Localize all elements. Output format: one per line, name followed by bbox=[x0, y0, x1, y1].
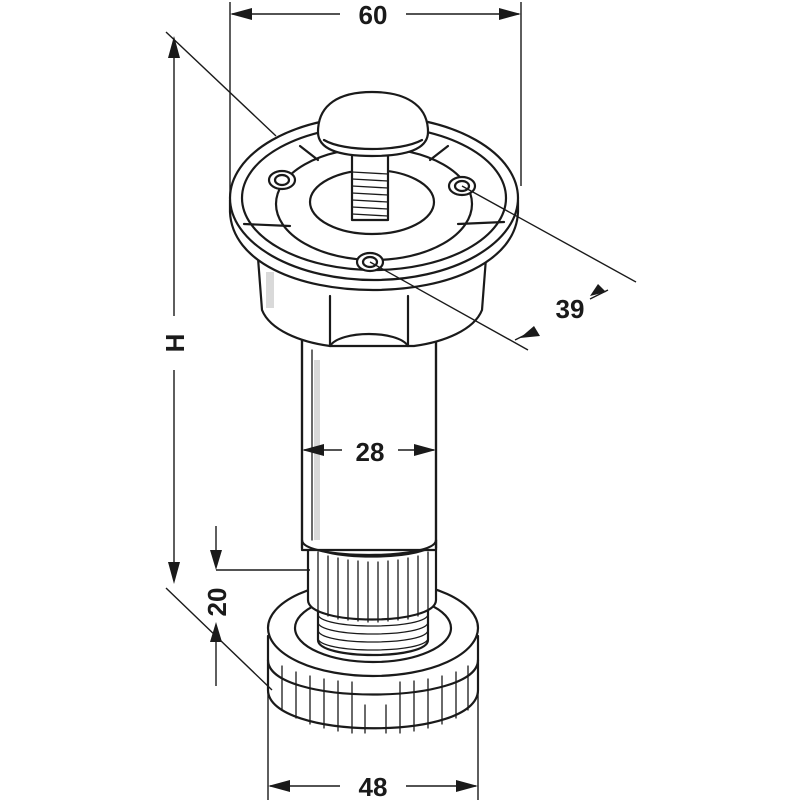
dimension-label-60: 60 bbox=[359, 0, 388, 30]
knurled-collar bbox=[306, 538, 438, 623]
foot-knurling bbox=[281, 665, 469, 734]
dimension-39: 39 bbox=[369, 185, 637, 351]
dimension-label-20: 20 bbox=[202, 588, 232, 617]
dimension-20: 20 bbox=[202, 526, 310, 686]
bolt-thread bbox=[351, 171, 389, 217]
threaded-bolt bbox=[350, 148, 390, 222]
dimension-label-39: 39 bbox=[556, 294, 585, 324]
dimension-28: 28 bbox=[302, 437, 436, 467]
screw-hole bbox=[267, 169, 297, 191]
dimension-60: 60 bbox=[229, 0, 522, 196]
dimension-label-h: H bbox=[160, 334, 190, 353]
dimension-48: 48 bbox=[267, 690, 479, 800]
stud-thread bbox=[317, 613, 429, 651]
collar-knurling bbox=[317, 551, 429, 623]
dimension-label-28: 28 bbox=[356, 437, 385, 467]
dimension-label-48: 48 bbox=[359, 772, 388, 800]
leg-tube bbox=[300, 328, 438, 557]
mushroom-knob bbox=[316, 90, 430, 158]
